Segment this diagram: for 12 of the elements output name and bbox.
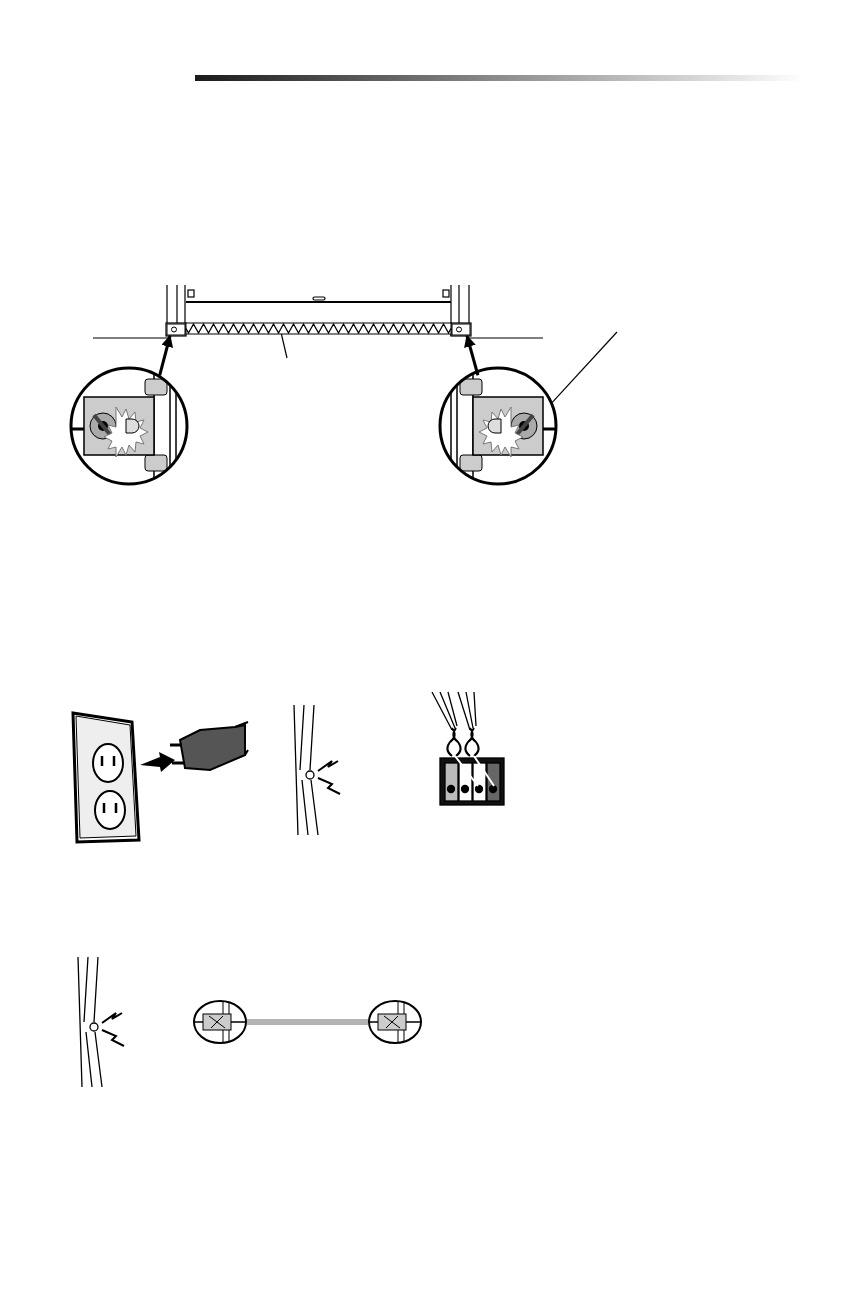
arrow <box>158 334 174 376</box>
sensor-oval <box>193 1000 247 1044</box>
leader-line <box>551 331 618 403</box>
beam-line <box>247 1019 368 1025</box>
magnifier-circle <box>70 367 188 485</box>
arrow <box>464 334 480 376</box>
magnifier-circle <box>439 367 557 485</box>
leader-line <box>280 333 288 359</box>
sensor-bracket <box>451 323 471 336</box>
sensor-oval <box>368 1000 422 1044</box>
sensor-bracket <box>166 323 186 336</box>
door-bottom-seal <box>186 323 451 334</box>
